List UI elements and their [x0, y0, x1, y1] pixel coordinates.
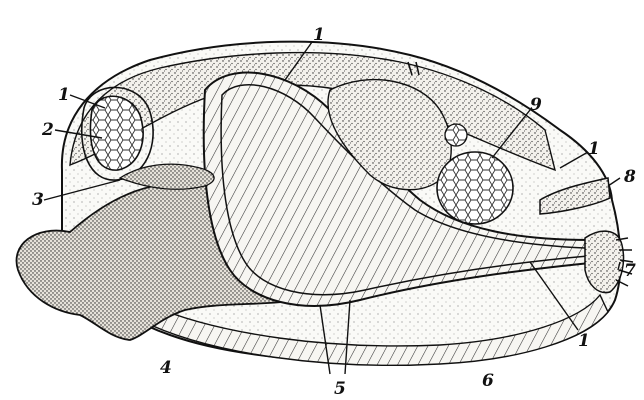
label-2: 2	[41, 120, 54, 140]
label-1-bottom: 1	[578, 331, 590, 351]
label-6: 6	[482, 371, 494, 391]
label-1-left: 1	[58, 85, 70, 105]
anterior-adductor-muscle	[90, 96, 143, 170]
posterior-adductor-muscle	[437, 152, 513, 224]
label-3: 3	[32, 190, 44, 210]
label-5: 5	[334, 379, 346, 399]
label-8: 8	[623, 167, 636, 187]
label-1-top: 1	[313, 25, 325, 45]
label-7: 7	[624, 261, 636, 281]
label-4: 4	[160, 358, 172, 378]
label-1-right: 1	[588, 139, 600, 159]
label-9: 9	[530, 95, 542, 115]
small-ganglion	[445, 124, 467, 146]
